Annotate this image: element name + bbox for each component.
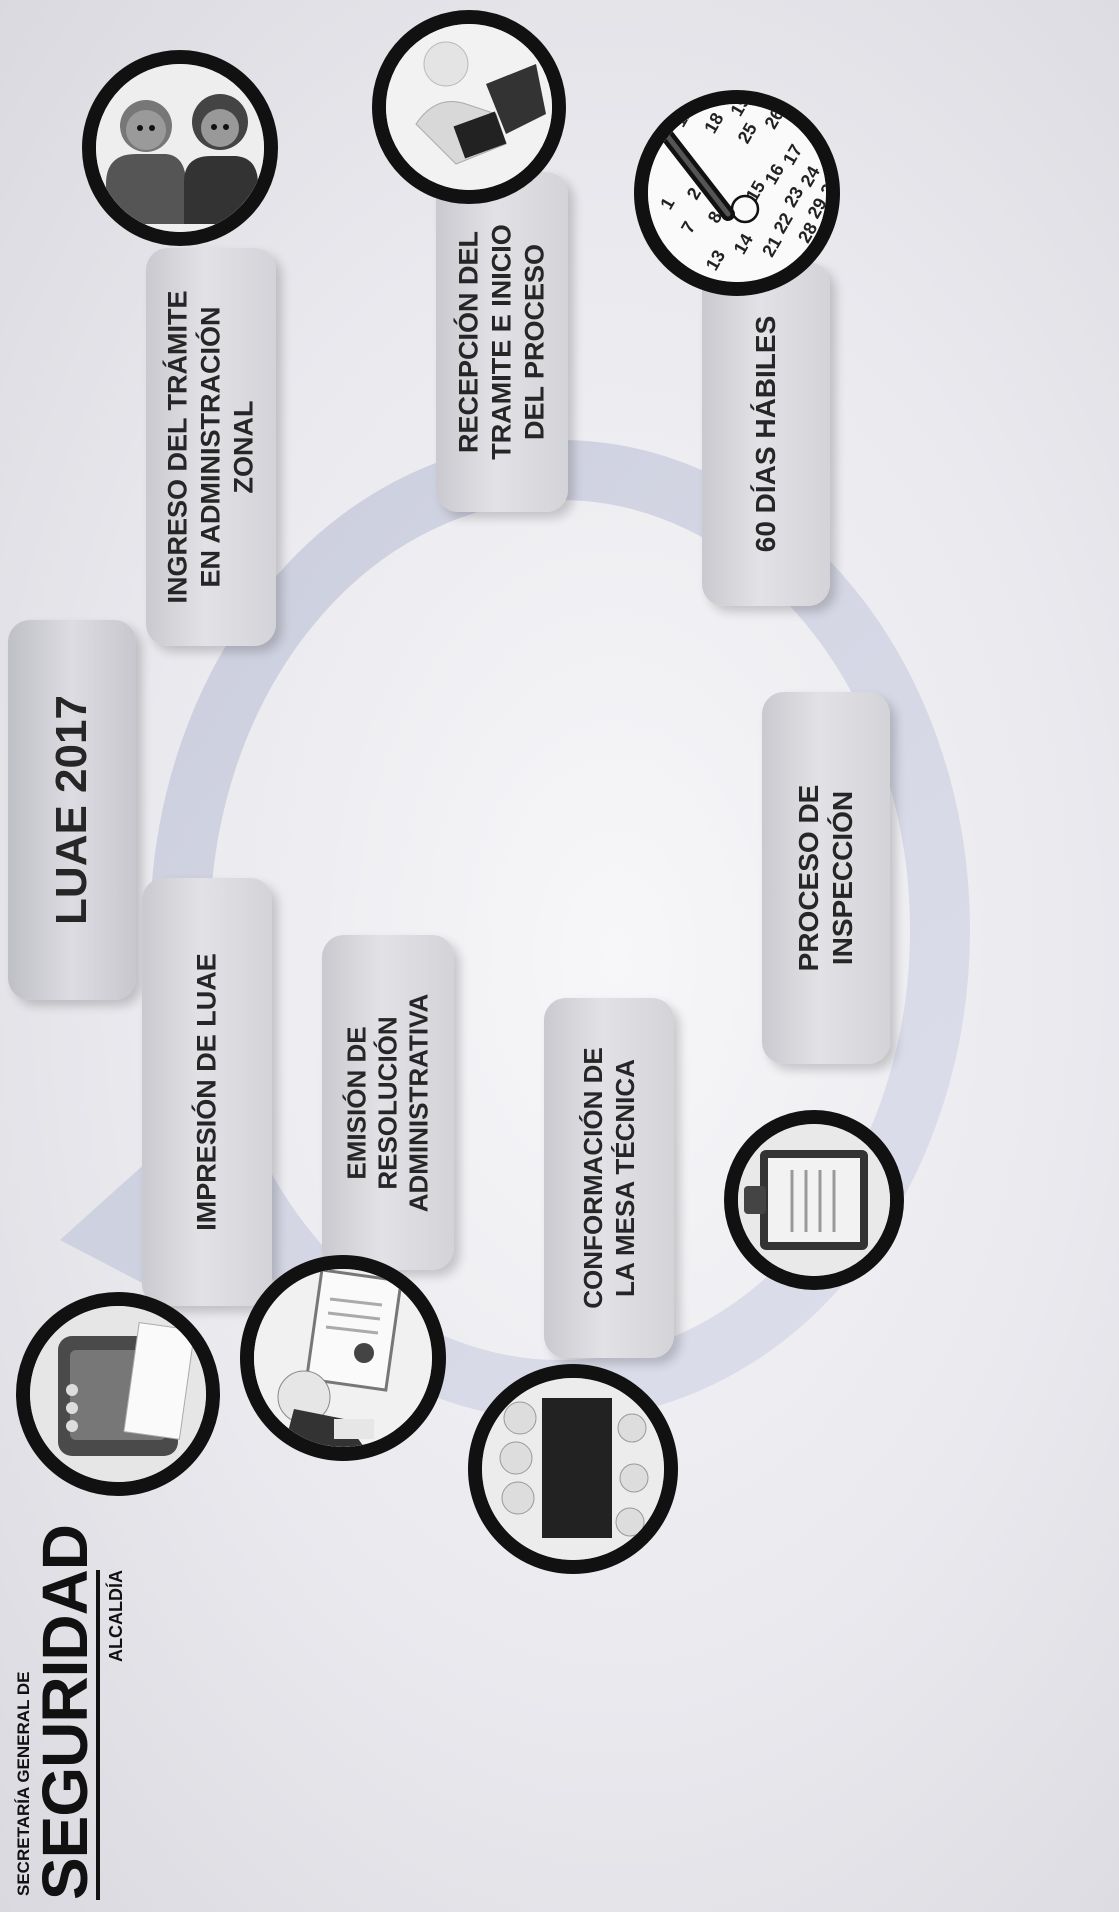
meeting-table-icon [468,1364,678,1574]
step-box-60-dias: 60 DÍAS HÁBILES [702,262,830,606]
step-label-impresion: IMPRESIÓN DE LUAE [191,953,222,1231]
secretaria-seguridad-logo: SECRETARÍA GENERAL DE SEGURIDAD ALCALDÍA [14,1524,254,1900]
step-label-60-dias: 60 DÍAS HÁBILES [750,315,781,553]
step-box-impresion: IMPRESIÓN DE LUAE [142,878,272,1306]
person-with-document-icon [240,1255,446,1461]
page-title: LUAE 2017 [47,695,96,925]
handshake-icon [372,10,566,204]
printer-icon [16,1292,220,1496]
logo-bottom-text: ALCALDÍA [106,1570,126,1662]
logo-main-text: SEGURIDAD [29,1524,101,1900]
clipboard-icon [724,1110,904,1290]
calendar-icon: 1112181925261278151617131421222324282930 [634,90,840,296]
title-box: LUAE 2017 [8,620,136,1000]
two-people-icon [82,50,278,246]
